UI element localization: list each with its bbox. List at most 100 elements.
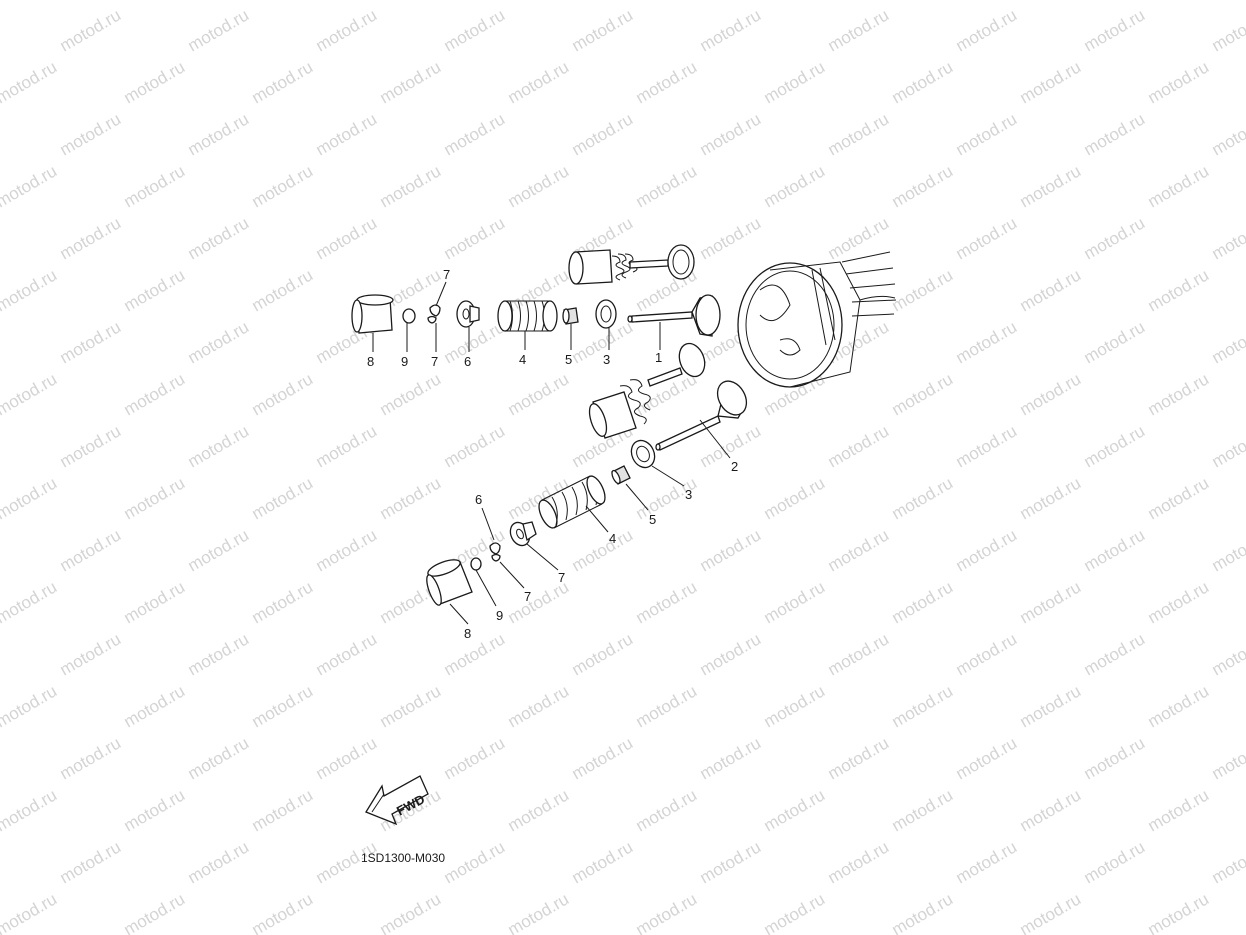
watermark-text: motod.ru bbox=[441, 317, 509, 367]
callout-label-3: 3 bbox=[603, 352, 610, 367]
watermark-text: motod.ru bbox=[57, 733, 125, 783]
piston-outline bbox=[737, 251, 897, 388]
watermark-text: motod.ru bbox=[441, 213, 509, 263]
watermark-text: motod.ru bbox=[953, 5, 1021, 55]
watermark-text: motod.ru bbox=[633, 57, 701, 107]
watermark-text: motod.ru bbox=[441, 629, 509, 679]
watermark-text: motod.ru bbox=[633, 577, 701, 627]
watermark-text: motod.ru bbox=[1017, 681, 1085, 731]
watermark-text: motod.ru bbox=[1145, 57, 1213, 107]
watermark-text: motod.ru bbox=[0, 681, 60, 731]
watermark-text: motod.ru bbox=[1017, 577, 1085, 627]
watermark-text: motod.ru bbox=[57, 109, 125, 159]
callout-label-4: 4 bbox=[609, 531, 616, 546]
watermark-text: motod.ru bbox=[569, 525, 637, 575]
watermark-text: motod.ru bbox=[569, 5, 637, 55]
upper-assembled-valve-preview bbox=[568, 244, 695, 285]
watermark-text: motod.ru bbox=[1081, 5, 1149, 55]
watermark-text: motod.ru bbox=[1081, 629, 1149, 679]
watermark-text: motod.ru bbox=[569, 109, 637, 159]
watermark-text: motod.ru bbox=[889, 265, 957, 315]
watermark-text: motod.ru bbox=[825, 837, 893, 887]
valve-cotter-7-lower bbox=[489, 542, 501, 562]
watermark-text: motod.ru bbox=[185, 733, 253, 783]
watermark-text: motod.ru bbox=[185, 837, 253, 887]
watermark-text: motod.ru bbox=[0, 577, 60, 627]
watermark-text: motod.ru bbox=[441, 109, 509, 159]
watermark-text: motod.ru bbox=[697, 5, 765, 55]
watermark-text: motod.ru bbox=[825, 629, 893, 679]
watermark-text: motod.ru bbox=[1017, 785, 1085, 835]
watermark-text: motod.ru bbox=[377, 681, 445, 731]
watermark-text: motod.ru bbox=[249, 785, 317, 835]
watermark-text: motod.ru bbox=[505, 681, 573, 731]
watermark-text: motod.ru bbox=[1081, 525, 1149, 575]
watermark-text: motod.ru bbox=[761, 473, 829, 523]
lower-valve-row bbox=[426, 342, 748, 625]
watermark-text: motod.ru bbox=[313, 629, 381, 679]
watermark-text: motod.ru bbox=[1017, 889, 1085, 935]
callout-label-8: 8 bbox=[367, 354, 374, 369]
watermark-text: motod.ru bbox=[889, 473, 957, 523]
watermark-text: motod.ru bbox=[121, 0, 189, 3]
watermark-text: motod.ru bbox=[953, 837, 1021, 887]
watermark-text: motod.ru bbox=[313, 421, 381, 471]
callout-label-6: 6 bbox=[475, 492, 482, 507]
watermark-text: motod.ru bbox=[0, 161, 60, 211]
callout-label-5: 5 bbox=[565, 352, 572, 367]
watermark-text: motod.ru bbox=[825, 109, 893, 159]
watermark-text: motod.ru bbox=[249, 577, 317, 627]
watermark-text: motod.ru bbox=[505, 57, 573, 107]
watermark-text: motod.ru bbox=[377, 889, 445, 935]
watermark-text: motod.ru bbox=[633, 161, 701, 211]
watermark-text: motod.ru bbox=[313, 525, 381, 575]
watermark-text: motod.ru bbox=[953, 421, 1021, 471]
watermark-text: motod.ru bbox=[1145, 369, 1213, 419]
watermark-text: motod.ru bbox=[889, 57, 957, 107]
watermark-text: motod.ru bbox=[249, 0, 317, 3]
watermark-text: motod.ru bbox=[313, 733, 381, 783]
watermark-text: motod.ru bbox=[57, 5, 125, 55]
watermark-text: motod.ru bbox=[0, 889, 60, 935]
watermark-text: motod.ru bbox=[185, 525, 253, 575]
watermark-text: motod.ru bbox=[761, 57, 829, 107]
watermark-text: motod.ru bbox=[121, 785, 189, 835]
watermark-text: motod.ru bbox=[761, 0, 829, 3]
watermark-text: motod.ru bbox=[313, 213, 381, 263]
watermark-text: motod.ru bbox=[441, 733, 509, 783]
callout-label-5: 5 bbox=[649, 512, 656, 527]
watermark-text: motod.ru bbox=[0, 369, 60, 419]
watermark-text: motod.ru bbox=[249, 473, 317, 523]
watermark-text: motod.ru bbox=[0, 265, 60, 315]
watermark-text: motod.ru bbox=[1209, 317, 1246, 367]
watermark-text: motod.ru bbox=[1209, 629, 1246, 679]
watermark-text: motod.ru bbox=[121, 57, 189, 107]
watermark-text: motod.ru bbox=[1209, 5, 1246, 55]
watermark-text: motod.ru bbox=[1145, 889, 1213, 935]
watermark-text: motod.ru bbox=[185, 317, 253, 367]
watermark-text: motod.ru bbox=[57, 629, 125, 679]
watermark-text: motod.ru bbox=[825, 733, 893, 783]
watermark-text: motod.ru bbox=[185, 629, 253, 679]
valve-spring-4-lower bbox=[538, 475, 606, 529]
watermark-text: motod.ru bbox=[889, 161, 957, 211]
watermark-text: motod.ru bbox=[633, 0, 701, 3]
watermark-text: motod.ru bbox=[505, 473, 573, 523]
watermark-text: motod.ru bbox=[1017, 473, 1085, 523]
watermark-text: motod.ru bbox=[185, 213, 253, 263]
watermark-text: motod.ru bbox=[0, 473, 60, 523]
valve-lifter-8-lower bbox=[426, 559, 473, 606]
watermark-text: motod.ru bbox=[121, 369, 189, 419]
watermark-text: motod.ru bbox=[825, 421, 893, 471]
watermark-text: motod.ru bbox=[377, 473, 445, 523]
callout-label-7: 7 bbox=[524, 589, 531, 604]
watermark-text: motod.ru bbox=[1017, 161, 1085, 211]
watermark-text: motod.ru bbox=[1017, 0, 1085, 3]
watermark-text: motod.ru bbox=[889, 785, 957, 835]
watermark-text: motod.ru bbox=[249, 265, 317, 315]
intake-valve-1 bbox=[627, 294, 721, 337]
watermark-text: motod.ru bbox=[249, 681, 317, 731]
watermark-text: motod.ru bbox=[1209, 213, 1246, 263]
exhaust-valve-2 bbox=[655, 380, 748, 451]
watermark-text: motod.ru bbox=[121, 889, 189, 935]
